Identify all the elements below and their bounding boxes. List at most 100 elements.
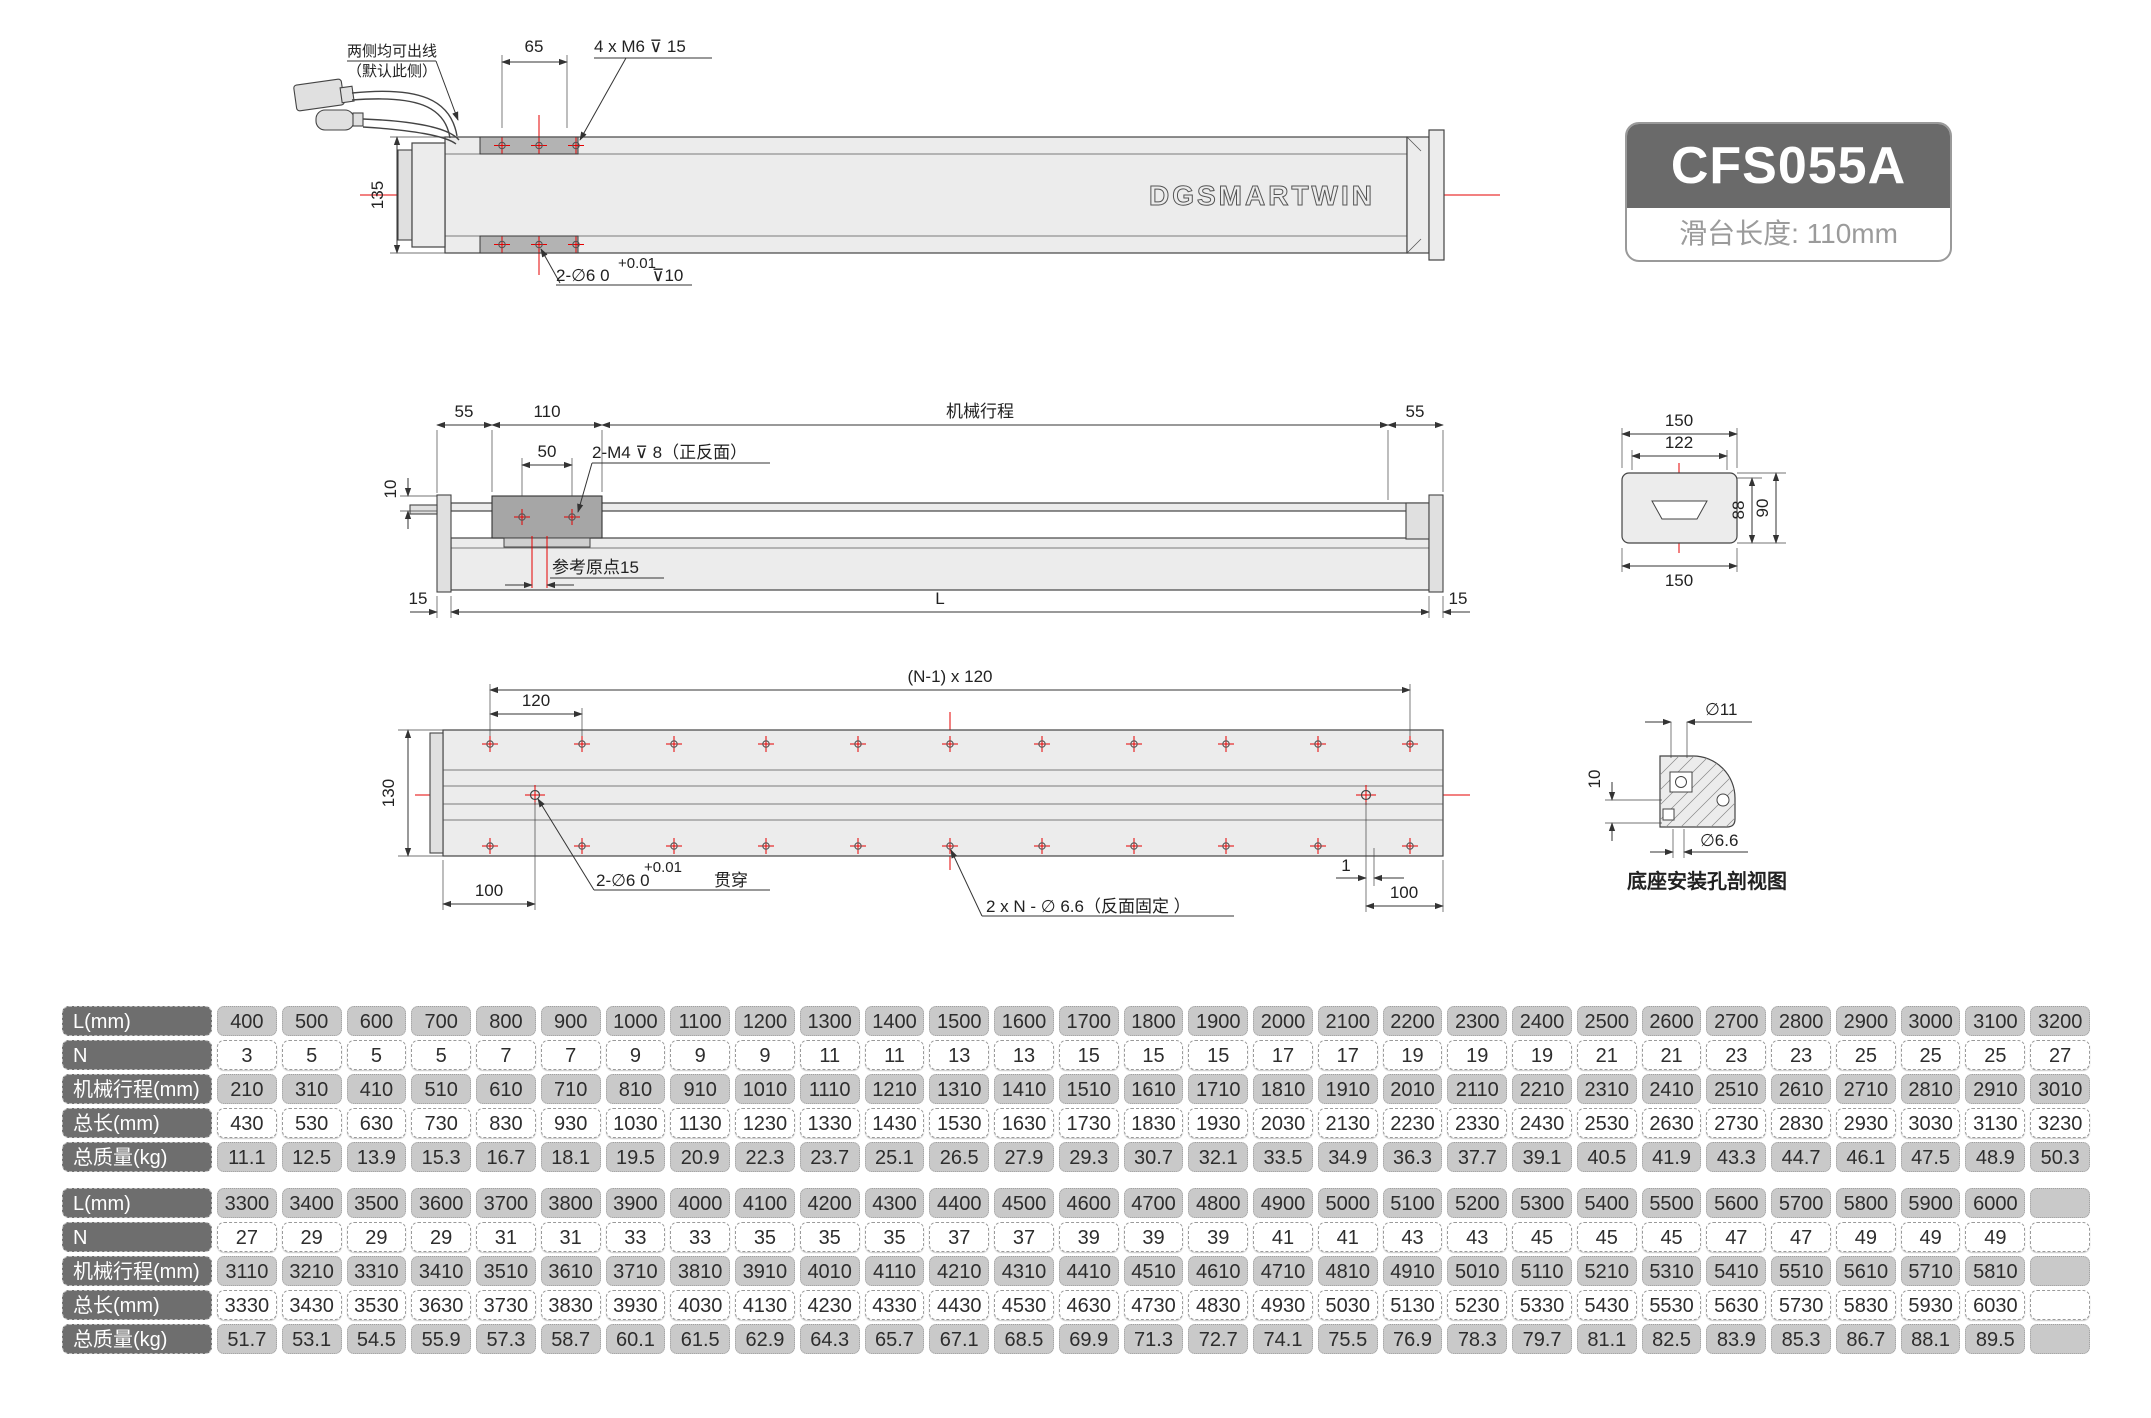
value-cell: 5000 xyxy=(1317,1188,1378,1218)
value-cell: 5 xyxy=(411,1040,472,1070)
carriage-block xyxy=(491,495,603,539)
value-cell: 2910 xyxy=(1965,1074,2026,1104)
value-cell: 1830 xyxy=(1123,1108,1184,1138)
row-label: 机械行程(mm) xyxy=(62,1256,212,1286)
value-cell: 3200 xyxy=(2030,1006,2090,1036)
value-cell: 4910 xyxy=(1382,1256,1443,1286)
bottom-body xyxy=(442,729,1444,857)
value-cell: 3410 xyxy=(411,1256,472,1286)
value-cell: 2130 xyxy=(1317,1108,1378,1138)
value-cell: 33.5 xyxy=(1253,1142,1313,1172)
value-cell: 37 xyxy=(929,1222,990,1252)
value-cell: 57.3 xyxy=(476,1324,536,1354)
side-view: 55 110 机械行程 55 50 2-M4 ⊽ 8（正反面） 10 参考原点1… xyxy=(381,402,1470,618)
bottom-view: (N-1) x 120 120 130 100 +0.01 2-∅6 0 贯穿 … xyxy=(379,667,1470,917)
pin-callout-tol: +0.01 xyxy=(618,255,656,272)
slider-length-label: 滑台长度: 110mm xyxy=(1679,218,1898,249)
value-cell: 43 xyxy=(1447,1222,1508,1252)
value-cell: 1510 xyxy=(1058,1074,1119,1104)
value-cell: 33 xyxy=(605,1222,666,1252)
detail-view: ∅11 10 ∅6.6 底座安装孔剖视图 xyxy=(1585,700,1787,893)
value-cell: 19 xyxy=(1447,1040,1508,1070)
value-cell: 4800 xyxy=(1188,1188,1249,1218)
value-cell: 930 xyxy=(540,1108,601,1138)
value-cell: 2200 xyxy=(1382,1006,1443,1036)
value-cell: 5610 xyxy=(1835,1256,1896,1286)
dim-150-top-label: 150 xyxy=(1665,411,1693,430)
value-cell: 2800 xyxy=(1771,1006,1831,1036)
value-cell: 3030 xyxy=(1900,1108,1961,1138)
value-cell: 830 xyxy=(476,1108,536,1138)
value-cell: 1300 xyxy=(799,1006,860,1036)
value-cell: 3130 xyxy=(1965,1108,2026,1138)
end-block-right xyxy=(1406,136,1430,254)
value-cell: 4500 xyxy=(994,1188,1054,1218)
value-cell: 1410 xyxy=(994,1074,1054,1104)
dim-d11-label: ∅11 xyxy=(1705,700,1737,719)
value-cell: 3300 xyxy=(217,1188,277,1218)
value-cell: 58.7 xyxy=(540,1324,601,1354)
value-cell: 15 xyxy=(1058,1040,1119,1070)
value-cell: 5600 xyxy=(1706,1188,1767,1218)
technical-drawing: DGSMARTWIN 两侧均可出线 （默认此侧） 65 4 x M6 ⊽ 15 xyxy=(293,37,1787,917)
value-cell: 3830 xyxy=(540,1290,601,1320)
value-cell: 72.7 xyxy=(1188,1324,1249,1354)
length-label: L xyxy=(935,589,944,608)
value-cell: 7 xyxy=(540,1040,601,1070)
value-cell: 5 xyxy=(346,1040,407,1070)
value-cell: 1230 xyxy=(735,1108,795,1138)
value-cell: 85.3 xyxy=(1771,1324,1831,1354)
value-cell: 4530 xyxy=(994,1290,1054,1320)
value-cell: 4030 xyxy=(670,1290,731,1320)
value-cell: 4300 xyxy=(864,1188,925,1218)
value-cell: 5210 xyxy=(1576,1256,1637,1286)
value-cell: 710 xyxy=(540,1074,601,1104)
value-cell: 510 xyxy=(411,1074,472,1104)
value-cell: 44.7 xyxy=(1771,1142,1831,1172)
value-cell: 3000 xyxy=(1900,1006,1961,1036)
value-cell: 1400 xyxy=(864,1006,925,1036)
value-cell: 15 xyxy=(1123,1040,1184,1070)
value-cell: 3310 xyxy=(346,1256,407,1286)
value-cell: 48.9 xyxy=(1965,1142,2026,1172)
through-tol-label: +0.01 xyxy=(644,859,682,876)
value-cell: 2700 xyxy=(1706,1006,1767,1036)
value-cell: 1610 xyxy=(1123,1074,1184,1104)
value-cell: 33 xyxy=(670,1222,731,1252)
value-cell: 4510 xyxy=(1123,1256,1184,1286)
value-cell: 4830 xyxy=(1188,1290,1249,1320)
dim-120-label: 120 xyxy=(522,691,550,710)
value-cell: 71.3 xyxy=(1123,1324,1184,1354)
value-cell: 3100 xyxy=(1965,1006,2026,1036)
value-cell: 2630 xyxy=(1641,1108,1702,1138)
row-label: 总长(mm) xyxy=(62,1290,212,1320)
value-cell: 4330 xyxy=(864,1290,925,1320)
value-cell: 1600 xyxy=(994,1006,1054,1036)
value-cell: 39 xyxy=(1123,1222,1184,1252)
value-cell: 88.1 xyxy=(1900,1324,1961,1354)
dim-90-label: 90 xyxy=(1753,499,1772,518)
value-cell: 3110 xyxy=(217,1256,277,1286)
dim-150-bottom-label: 150 xyxy=(1665,571,1693,590)
value-cell: 20.9 xyxy=(670,1142,731,1172)
value-cell: 500 xyxy=(281,1006,342,1036)
value-cell: 1030 xyxy=(605,1108,666,1138)
value-cell: 1010 xyxy=(735,1074,795,1104)
value-cell: 9 xyxy=(670,1040,731,1070)
value-cell: 3710 xyxy=(605,1256,666,1286)
row-label: N xyxy=(62,1040,212,1070)
value-cell: 2030 xyxy=(1253,1108,1313,1138)
value-cell: 5730 xyxy=(1771,1290,1831,1320)
value-cell: 900 xyxy=(540,1006,601,1036)
value-cell: 39.1 xyxy=(1512,1142,1572,1172)
dim-15-left-label: 15 xyxy=(409,589,428,608)
pattern-dim-label: (N-1) x 120 xyxy=(907,667,992,686)
value-cell: 39 xyxy=(1188,1222,1249,1252)
value-cell: 89.5 xyxy=(1965,1324,2026,1354)
value-cell: 3800 xyxy=(540,1188,601,1218)
value-cell: 1110 xyxy=(799,1074,860,1104)
value-cell: 4810 xyxy=(1317,1256,1378,1286)
detail-caption: 底座安装孔剖视图 xyxy=(1627,869,1787,893)
